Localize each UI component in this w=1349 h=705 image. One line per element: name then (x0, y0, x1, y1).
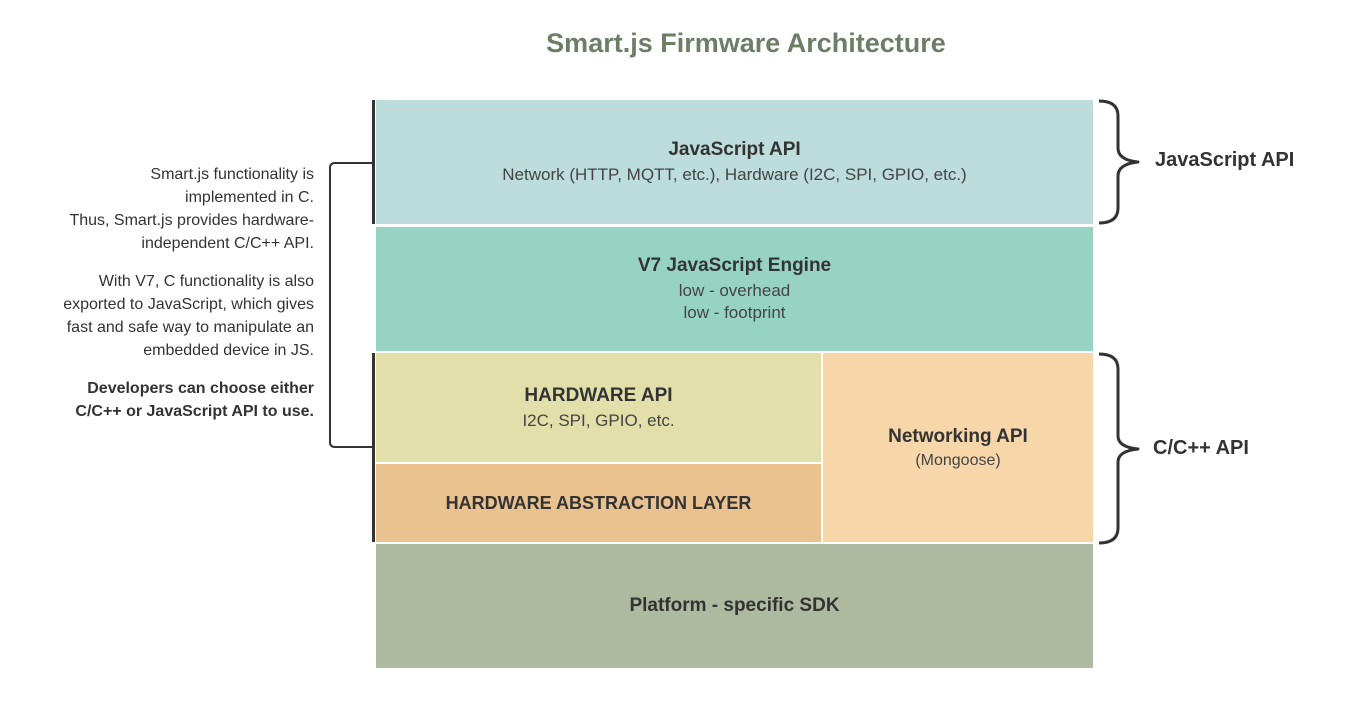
v7-engine-line-2: low - footprint (683, 303, 786, 322)
hardware-api-layer: HARDWARE API I2C, SPI, GPIO, etc. (376, 353, 821, 462)
sdk-layer: Platform - specific SDK (376, 544, 1093, 668)
right-label-c-api: C/C++ API (1153, 437, 1249, 459)
v7-engine-line-1: low - overhead (678, 281, 791, 300)
v7-engine-title: V7 JavaScript Engine (637, 255, 832, 276)
right-brace-c-api (1098, 352, 1140, 545)
right-label-javascript-api: JavaScript API (1155, 149, 1295, 171)
diagram-title: Smart.js Firmware Architecture (546, 28, 946, 58)
side-note-paragraph-1: Smart.js functionality is implemented in… (69, 166, 314, 252)
sdk-title: Platform - specific SDK (629, 595, 840, 616)
side-note-paragraph-2: With V7, C functionality is also exporte… (63, 273, 314, 359)
hardware-api-title: HARDWARE API (524, 384, 673, 406)
side-notes: Smart.js functionality is implemented in… (14, 163, 314, 438)
hardware-api-subtitle: I2C, SPI, GPIO, etc. (522, 410, 675, 430)
networking-api-subtitle: (Mongoose) (915, 451, 1001, 469)
left-connector-bracket (329, 162, 373, 448)
javascript-api-title: JavaScript API (668, 139, 801, 160)
javascript-api-subtitle: Network (HTTP, MQTT, etc.), Hardware (I2… (502, 165, 967, 184)
networking-api-layer: Networking API (Mongoose) (823, 353, 1093, 542)
side-note-paragraph-3: Developers can choose either C/C++ or Ja… (75, 380, 314, 420)
hal-layer: HARDWARE ABSTRACTION LAYER (376, 464, 821, 542)
hal-title: HARDWARE ABSTRACTION LAYER (445, 492, 752, 513)
right-brace-javascript (1098, 99, 1140, 225)
networking-api-title: Networking API (888, 425, 1028, 447)
javascript-api-layer: JavaScript API Network (HTTP, MQTT, etc.… (376, 100, 1093, 224)
v7-engine-layer: V7 JavaScript Engine low - overhead low … (376, 227, 1093, 351)
